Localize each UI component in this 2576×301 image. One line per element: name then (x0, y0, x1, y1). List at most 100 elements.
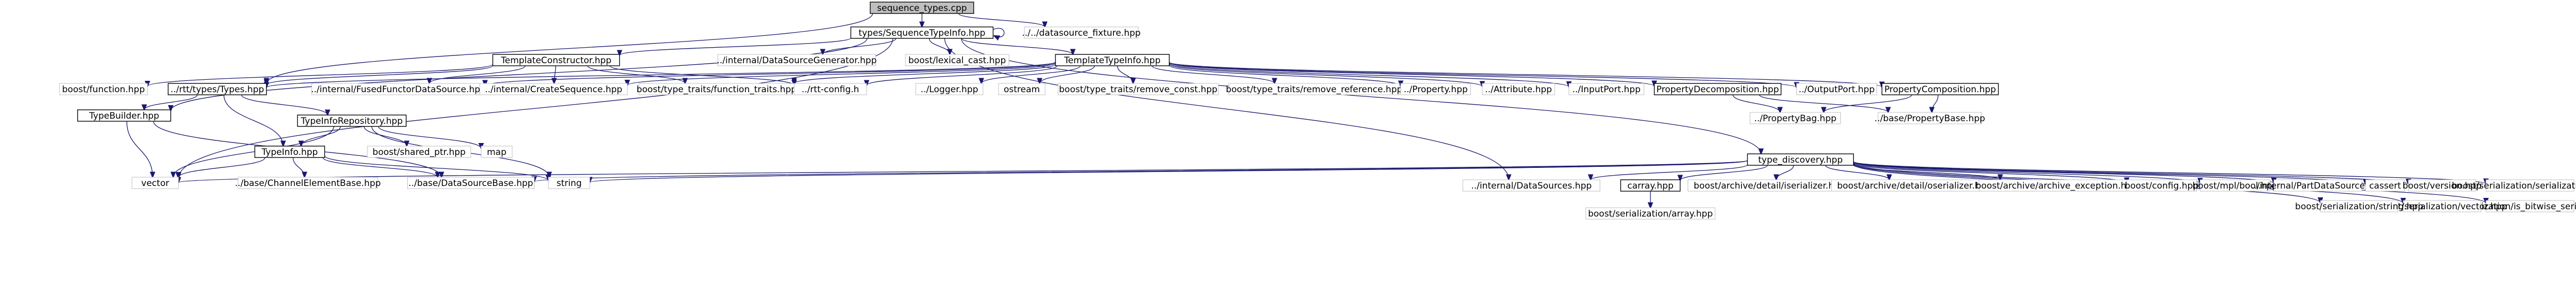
edge-root-to-rtttypes (266, 13, 873, 83)
edge-seqti-to-typebuilder (171, 38, 868, 111)
node-label: ../internal/PartDataSource.hpp (2251, 181, 2385, 191)
edge-seqti-to-seqti (993, 28, 1005, 37)
edge-tconst-to-icreate (554, 65, 556, 83)
node-box (915, 83, 984, 95)
node-outputport[interactable]: ../OutputPort.hpp (1796, 83, 1877, 95)
node-string[interactable]: string (548, 177, 590, 189)
node-label: ../internal/FusedFunctorDataSource.hpp (311, 84, 486, 95)
node-typeinfo[interactable]: TypeInfo.hpp (254, 146, 325, 158)
edge-rtttypes-to-typebuilder (144, 94, 198, 110)
node-bfuncttraits[interactable]: boost/type_traits/function_traits.hpp (636, 83, 797, 95)
node-box (254, 146, 325, 158)
node-ibfcds[interactable]: ../internal/FusedFunctorDataSource.hpp (311, 83, 486, 95)
node-cassert[interactable]: cassert (2365, 179, 2405, 192)
node-label: PropertyComposition.hpp (1884, 84, 1996, 95)
edge-typedisc-to-barchdetoser (1825, 165, 1889, 180)
node-idsg[interactable]: ../internal/DataSourceGenerator.hpp (717, 54, 877, 66)
node-label: ../base/DataSourceBase.hpp (409, 178, 533, 189)
node-box (2200, 179, 2270, 192)
node-tti[interactable]: TemplateTypeInfo.hpp (1055, 54, 1170, 66)
node-idatasources[interactable]: ../internal/DataSources.hpp (1463, 179, 1600, 192)
node-label: ../internal/CreateSequence.hpp (485, 84, 622, 95)
edge-seqti-to-idsg (823, 38, 897, 54)
node-bremref[interactable]: boost/type_traits/remove_reference.hpp (1226, 83, 1403, 95)
node-fixture[interactable]: ../../datasource_fixture.hpp (1022, 26, 1141, 39)
node-vector[interactable]: vector (131, 177, 179, 189)
node-bservector[interactable]: boost/serialization/vector.hpp (2377, 200, 2507, 212)
node-label: ../rtt-config.h (801, 84, 859, 95)
node-rttconfig[interactable]: ../rtt-config.h (794, 83, 867, 95)
node-typebuilder[interactable]: TypeBuilder.hpp (77, 109, 171, 122)
edge-typeinfo-to-vector (178, 157, 265, 178)
node-chanelembase[interactable]: ../base/ChannelElementBase.hpp (235, 177, 381, 189)
edge-tti-to-rtttypes (266, 61, 1056, 88)
node-tirepo[interactable]: TypeInfoRepository.hpp (297, 114, 407, 127)
edge-propcomp-to-propbag (1824, 94, 1912, 112)
node-bmpl[interactable]: boost/mpl/bool.hpp (2193, 179, 2278, 192)
node-box (168, 83, 267, 95)
node-map[interactable]: map (481, 146, 513, 158)
node-barchdetoser[interactable]: boost/archive/detail/oserializer.hpp (1831, 179, 1998, 192)
edge-seqti-to-typedisc (961, 38, 1761, 154)
node-inputport[interactable]: ../InputPort.hpp (1569, 83, 1644, 95)
node-ipartds[interactable]: ../internal/PartDataSource.hpp (2251, 179, 2385, 192)
node-bsernvp[interactable]: boost/serialization/serialization.hpp (2452, 179, 2576, 192)
node-label: boost/archive/detail/oserializer.hpp (1837, 181, 1991, 191)
node-barchexc[interactable]: boost/archive/archive_exception.hpp (1976, 179, 2138, 192)
node-label: TemplateConstructor.hpp (500, 55, 612, 66)
node-box (1463, 179, 1600, 192)
node-box (1654, 83, 1782, 95)
node-bserstring[interactable]: boost/serialization/string.hpp (2295, 200, 2423, 212)
node-bversion[interactable]: boost/version.hpp (2403, 179, 2482, 192)
node-box (2273, 179, 2362, 192)
node-propbase[interactable]: ../base/PropertyBase.hpp (1874, 112, 1985, 124)
node-attribute[interactable]: ../Attribute.hpp (1482, 83, 1555, 95)
node-box (548, 177, 590, 189)
edge-tti-to-bfuncttraits (794, 64, 1056, 83)
edge-tti-to-attribute (1169, 64, 1482, 87)
edge-tti-to-inputport (1169, 63, 1569, 87)
node-propbag[interactable]: ../PropertyBag.hpp (1750, 112, 1841, 124)
edge-tti-to-propdecomp (1169, 62, 1655, 86)
node-barchdetser[interactable]: boost/archive/detail/iserializer.hpp (1688, 179, 1851, 192)
node-rtttypes[interactable]: ../rtt/types/Types.hpp (168, 83, 267, 95)
node-box (2320, 200, 2399, 212)
node-box (1796, 83, 1877, 95)
node-label: boost/config.hpp (2125, 181, 2199, 191)
edge-tti-to-logger (981, 65, 1081, 83)
file-nodes: sequence_types.cpp types/SequenceTypeInfo… (59, 2, 2576, 220)
node-label: cassert (2369, 181, 2401, 191)
node-bsharedptr[interactable]: boost/shared_ptr.hpp (367, 146, 471, 158)
node-carray[interactable]: carray.hpp (1620, 179, 1681, 192)
node-property[interactable]: ../Property.hpp (1401, 83, 1471, 95)
node-label: sequence_types.cpp (877, 3, 967, 13)
node-box (1569, 83, 1644, 95)
node-bfunc[interactable]: boost/function.hpp (59, 83, 148, 95)
node-propdecomp[interactable]: PropertyDecomposition.hpp (1654, 83, 1782, 95)
node-icreate[interactable]: ../internal/CreateSequence.hpp (480, 83, 628, 95)
node-bconfig[interactable]: boost/config.hpp (2125, 179, 2199, 192)
node-typedisc[interactable]: type_discovery.hpp (1747, 153, 1854, 166)
node-bremconst[interactable]: boost/type_traits/remove_const.hpp (1058, 83, 1219, 95)
edge-tti-to-bremref (1151, 65, 1275, 83)
edge-typedisc-to-bconfig (1853, 163, 2127, 183)
node-label: ostream (1004, 84, 1040, 95)
node-ostream[interactable]: ostream (998, 83, 1046, 95)
node-dsbase[interactable]: ../base/DataSourceBase.hpp (407, 177, 534, 189)
node-label: ../Logger.hpp (920, 84, 978, 95)
node-propcomp[interactable]: PropertyComposition.hpp (1881, 83, 1999, 95)
node-box (1024, 26, 1139, 39)
node-bserarray[interactable]: boost/serialization/array.hpp (1585, 207, 1716, 220)
node-tconst[interactable]: TemplateConstructor.hpp (492, 54, 620, 66)
node-label: boost/archive/archive_exception.hpp (1976, 181, 2138, 191)
node-label: vector (141, 178, 169, 189)
node-root[interactable]: sequence_types.cpp (870, 2, 974, 14)
node-seqti[interactable]: types/SequenceTypeInfo.hpp (850, 26, 994, 39)
node-box (1228, 83, 1400, 95)
node-lexcast[interactable]: boost/lexical_cast.hpp (905, 54, 1009, 66)
node-logger[interactable]: ../Logger.hpp (915, 83, 984, 95)
node-box (2126, 179, 2197, 192)
node-box (237, 177, 378, 189)
node-box (1055, 54, 1170, 66)
